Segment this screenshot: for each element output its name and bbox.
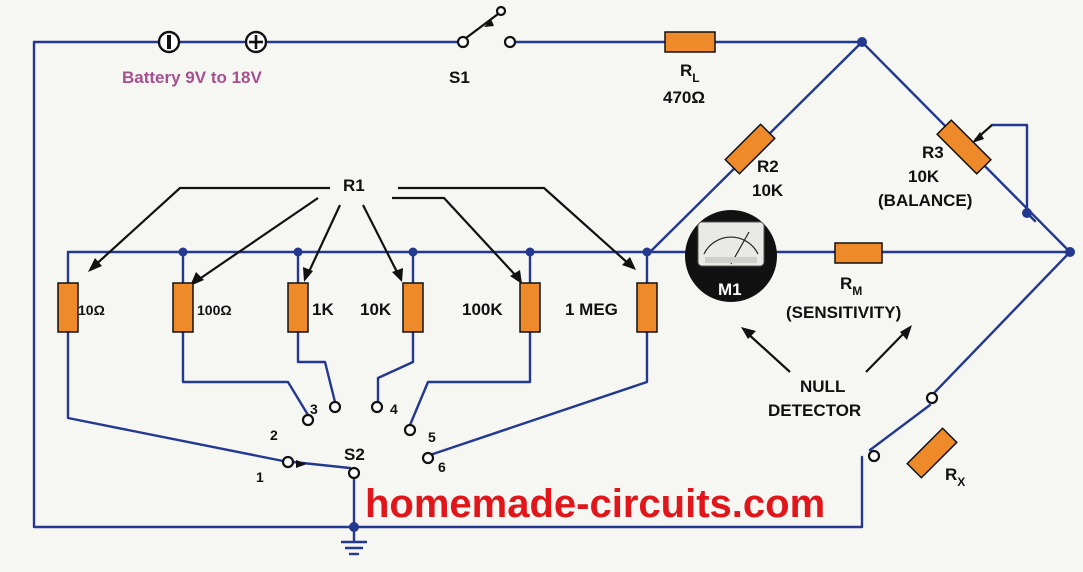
battery-positive-terminal (244, 30, 268, 54)
r2-label: R2 (757, 157, 779, 176)
switch-s2-contacts (281, 400, 435, 480)
rl-value: 470Ω (663, 88, 705, 107)
resistor-1k (287, 282, 309, 333)
null-detector-arrows (745, 329, 908, 373)
r1-10-label: 10Ω (78, 302, 105, 318)
r3-wiper-arrow-icon (972, 124, 993, 143)
rl-label: RL (680, 61, 700, 85)
resistor-rx (906, 427, 958, 479)
resistor-rl (664, 31, 716, 53)
s2-label: S2 (344, 445, 365, 464)
s2-wiper-arrow-icon (296, 460, 307, 468)
r1-10k-label: 10K (360, 300, 392, 319)
r3-label: R3 (922, 143, 944, 162)
s2-pos-6: 6 (438, 459, 446, 475)
s1-label: S1 (449, 68, 470, 87)
s2-pos-3: 3 (310, 401, 318, 417)
resistor-1meg (636, 282, 658, 333)
r1-pointer-arrows (91, 186, 631, 283)
r1-label: R1 (343, 176, 365, 195)
s2-pos-1: 1 (256, 469, 264, 485)
resistor-100k (519, 282, 541, 333)
ground-icon (341, 540, 367, 556)
battery-negative-terminal (157, 30, 181, 54)
s2-pos-4: 4 (390, 401, 398, 417)
r1-100k-label: 100K (462, 300, 503, 319)
r2-value: 10K (752, 181, 784, 200)
null-label: NULL (800, 377, 845, 396)
resistor-r3 (936, 119, 992, 175)
s2-pos-5: 5 (428, 429, 436, 445)
r1-arrowheads (88, 257, 636, 286)
battery-label: Battery 9V to 18V (122, 68, 262, 87)
rx-label: RX (945, 465, 965, 489)
resistor-rm (834, 242, 883, 264)
r3-note: (BALANCE) (878, 191, 972, 210)
wires (32, 40, 1072, 542)
resistor-r2 (724, 123, 776, 175)
rm-label: RM (840, 274, 862, 298)
resistor-10-ohm (57, 282, 79, 333)
resistor-100-ohm (172, 282, 194, 333)
junction-dots (178, 37, 1075, 532)
s2-pos-2: 2 (270, 427, 278, 443)
null-detector-arrowheads (741, 325, 912, 340)
meter-m1 (685, 210, 777, 302)
switch-s1 (456, 5, 517, 49)
rx-terminals (867, 391, 939, 463)
watermark-text: homemade-circuits.com (365, 482, 825, 526)
rm-note: (SENSITIVITY) (786, 303, 901, 322)
detector-label: DETECTOR (768, 401, 861, 420)
meter-label: M1 (718, 280, 742, 299)
r1-100-label: 100Ω (197, 302, 232, 318)
resistor-10k (402, 282, 424, 333)
r1-1k-label: 1K (312, 300, 334, 319)
r3-value: 10K (908, 167, 940, 186)
r1-1meg-label: 1 MEG (565, 300, 618, 319)
